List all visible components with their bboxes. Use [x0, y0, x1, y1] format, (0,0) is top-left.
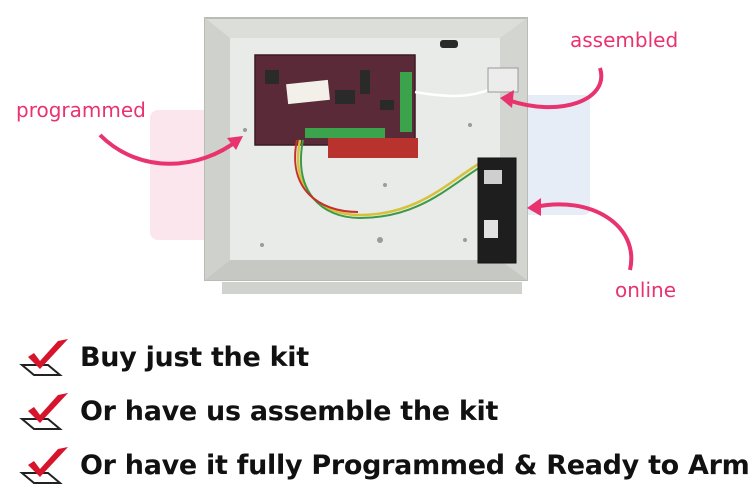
- list-item-label: Buy just the kit: [80, 341, 309, 373]
- list-item: Or have us assemble the kit: [18, 384, 738, 438]
- check-icon: [19, 447, 68, 484]
- feature-checklist: Buy just the kit Or have us assemble the…: [18, 330, 750, 492]
- annotation-programmed: programmed: [16, 98, 146, 122]
- list-item-label: Or have it fully Programmed & Ready to A…: [80, 449, 750, 481]
- list-item: Buy just the kit: [18, 330, 738, 384]
- online-arrow: [534, 202, 634, 271]
- product-photo: [98, 17, 634, 294]
- list-item: Or have it fully Programmed & Ready to A…: [18, 438, 750, 492]
- programmed-arrow: [98, 133, 240, 166]
- check-icon: [19, 339, 68, 376]
- assembled-arrow: [507, 67, 604, 110]
- annotation-online: online: [615, 278, 677, 302]
- check-icon: [19, 393, 68, 430]
- annotation-assembled: assembled: [570, 28, 679, 52]
- alarm-panel-illustration: [98, 17, 634, 294]
- list-item-label: Or have us assemble the kit: [80, 395, 499, 427]
